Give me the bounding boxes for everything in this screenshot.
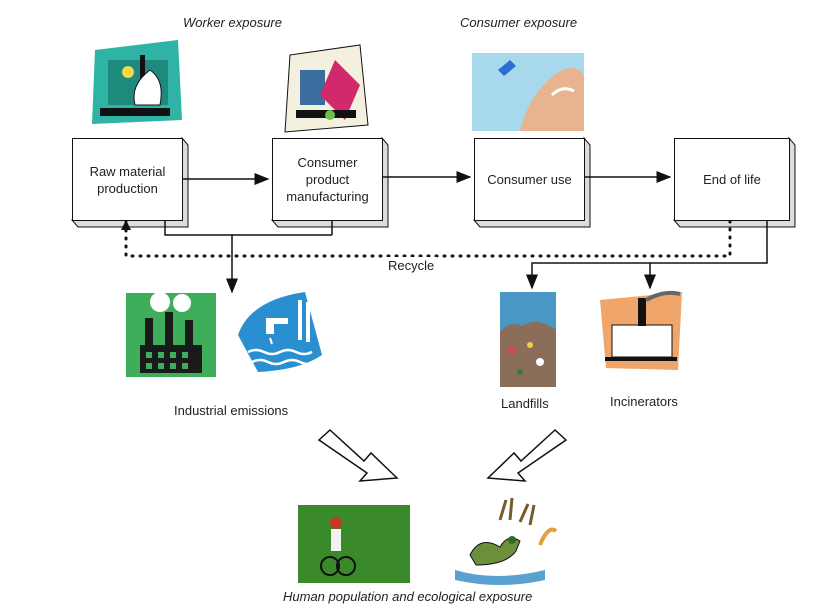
consumer-exposure-label: Consumer exposure	[460, 15, 578, 30]
stage-end-of-life: End of life	[674, 138, 790, 221]
bottom-caption: Human population and ecological exposure	[283, 589, 533, 604]
stage-end-of-life-line1: End of life	[703, 172, 761, 187]
duck-wetland-image	[455, 497, 558, 585]
recycle-line	[124, 219, 732, 258]
incinerators-label: Incinerators	[610, 394, 678, 409]
factory-image	[126, 292, 216, 377]
recycle-label: Recycle	[385, 257, 438, 274]
landfill-image	[500, 292, 556, 387]
stage-raw-material-line1: Raw material	[89, 163, 166, 179]
water-tap-image	[238, 292, 322, 372]
arrow-to-emissions	[164, 221, 238, 294]
consumer-sunscreen-image	[472, 53, 584, 131]
recycle-arrowhead	[121, 220, 131, 230]
industrial-emissions-label: Industrial emissions	[174, 403, 289, 418]
stage-raw-material-production: Raw material production	[72, 138, 183, 221]
hollow-arrows	[317, 428, 568, 482]
stage-consumer-use-line1: Consumer use	[487, 172, 572, 187]
manufacturing-image	[284, 44, 369, 133]
hollow-arrow-right	[486, 428, 568, 482]
hollow-arrow-left	[317, 428, 399, 482]
worker-exposure-label: Worker exposure	[183, 15, 282, 30]
stage-manufacturing-line1: Consumer	[297, 155, 358, 170]
stage-consumer-product-manufacturing: Consumer product manufacturing	[272, 138, 383, 221]
stage-consumer-use: Consumer use	[474, 138, 585, 221]
incinerator-image	[600, 290, 682, 370]
flow-arrows	[164, 171, 768, 294]
worker-lab-image	[92, 40, 182, 124]
stage-manufacturing-line3: manufacturing	[286, 189, 369, 204]
landfills-label: Landfills	[501, 396, 549, 411]
stage-manufacturing-line2: product	[305, 172, 350, 187]
child-bicycle-image	[298, 505, 410, 583]
stage-raw-material-line2: production	[97, 180, 158, 196]
